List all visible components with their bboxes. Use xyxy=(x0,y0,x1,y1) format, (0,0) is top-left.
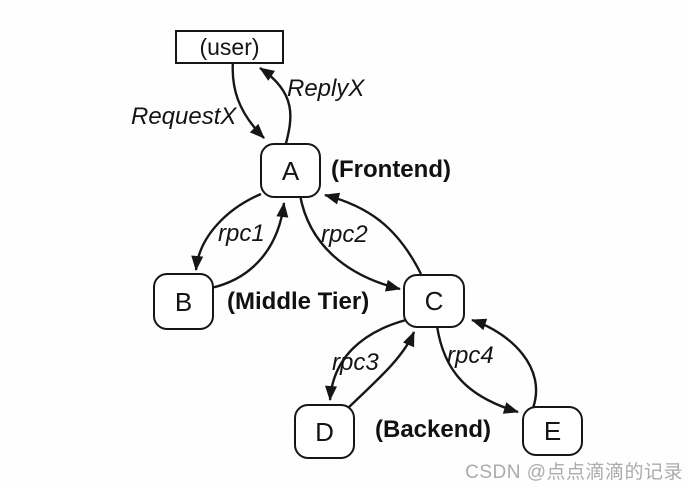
edge-return-c-to-a xyxy=(324,192,423,275)
node-c: C xyxy=(403,274,465,328)
node-user: (user) xyxy=(175,30,284,64)
edge-rpc2-a-to-c xyxy=(298,194,401,292)
tier-label-middle-tier: (Middle Tier) xyxy=(227,288,370,315)
node-d: D xyxy=(294,404,355,459)
edge-requestx-user-to-a xyxy=(231,59,265,139)
edge-rpc1-a-to-b xyxy=(191,192,262,271)
edge-return-e-to-c xyxy=(471,318,538,409)
csdn-watermark: CSDN @点点滴滴的记录 xyxy=(465,462,683,483)
node-b: B xyxy=(153,273,214,330)
edge-label-replyx: ReplyX xyxy=(287,75,365,102)
edge-return-d-to-c xyxy=(347,331,416,409)
edge-rpc4-c-to-e xyxy=(435,325,519,414)
tier-label-backend: (Backend) xyxy=(375,416,492,443)
edge-label-rpc2: rpc2 xyxy=(321,221,368,248)
node-b-label: B xyxy=(174,286,193,317)
edge-label-rpc3: rpc3 xyxy=(332,349,379,376)
tier-label-frontend: (Frontend) xyxy=(331,156,451,183)
node-user-label: (user) xyxy=(199,33,260,60)
node-e: E xyxy=(522,406,583,456)
node-c-label: C xyxy=(424,286,444,316)
edge-label-requestx: RequestX xyxy=(131,103,237,130)
edge-label-rpc1: rpc1 xyxy=(218,220,265,247)
edge-return-b-to-a xyxy=(210,202,289,290)
node-e-label: E xyxy=(543,416,562,446)
edge-rpc3-c-to-d xyxy=(325,318,407,401)
node-a-label: A xyxy=(281,155,300,186)
node-d-label: D xyxy=(315,416,334,447)
edge-replyx-a-to-user xyxy=(259,67,292,148)
node-a: A xyxy=(260,143,321,198)
edge-label-rpc4: rpc4 xyxy=(447,342,494,369)
